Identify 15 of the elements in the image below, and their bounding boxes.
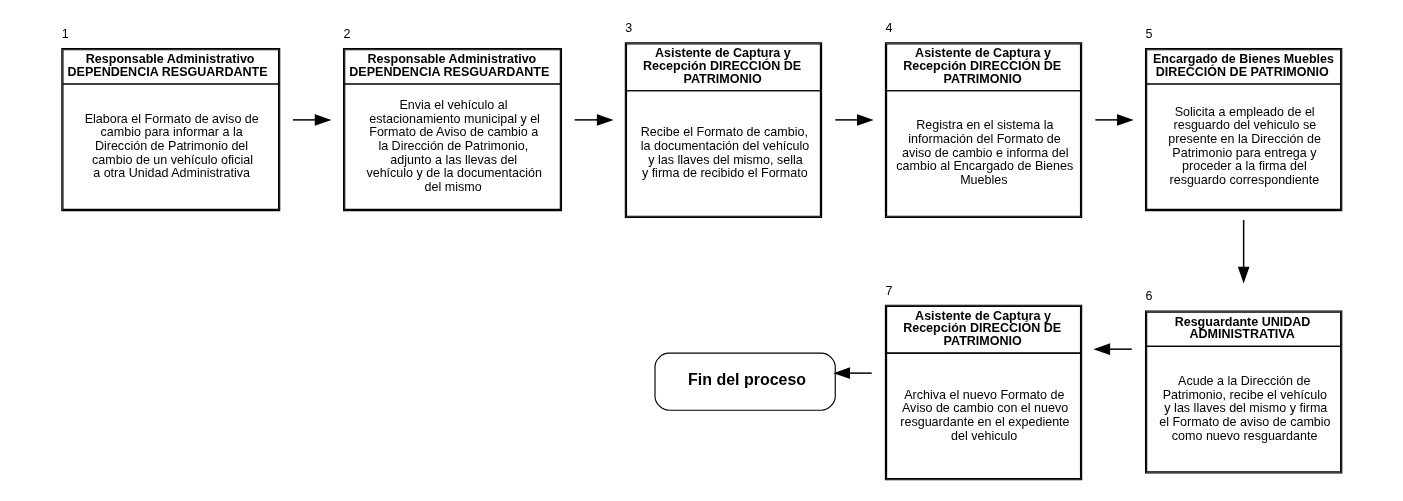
node-label: 3 xyxy=(625,21,633,36)
node-box: Fin del proceso xyxy=(654,352,836,411)
node-label: 4 xyxy=(885,21,893,36)
arrow xyxy=(834,114,874,126)
arrow xyxy=(292,114,332,126)
node-label: 5 xyxy=(1145,27,1153,42)
node-label: 6 xyxy=(1145,289,1153,304)
node-label: 2 xyxy=(343,27,351,42)
arrow xyxy=(1093,343,1133,355)
arrow xyxy=(833,367,873,379)
arrow xyxy=(1237,219,1250,284)
node-label: 1 xyxy=(61,27,69,42)
arrow xyxy=(1094,114,1134,126)
node-label: 7 xyxy=(885,283,893,298)
arrow xyxy=(573,114,614,126)
